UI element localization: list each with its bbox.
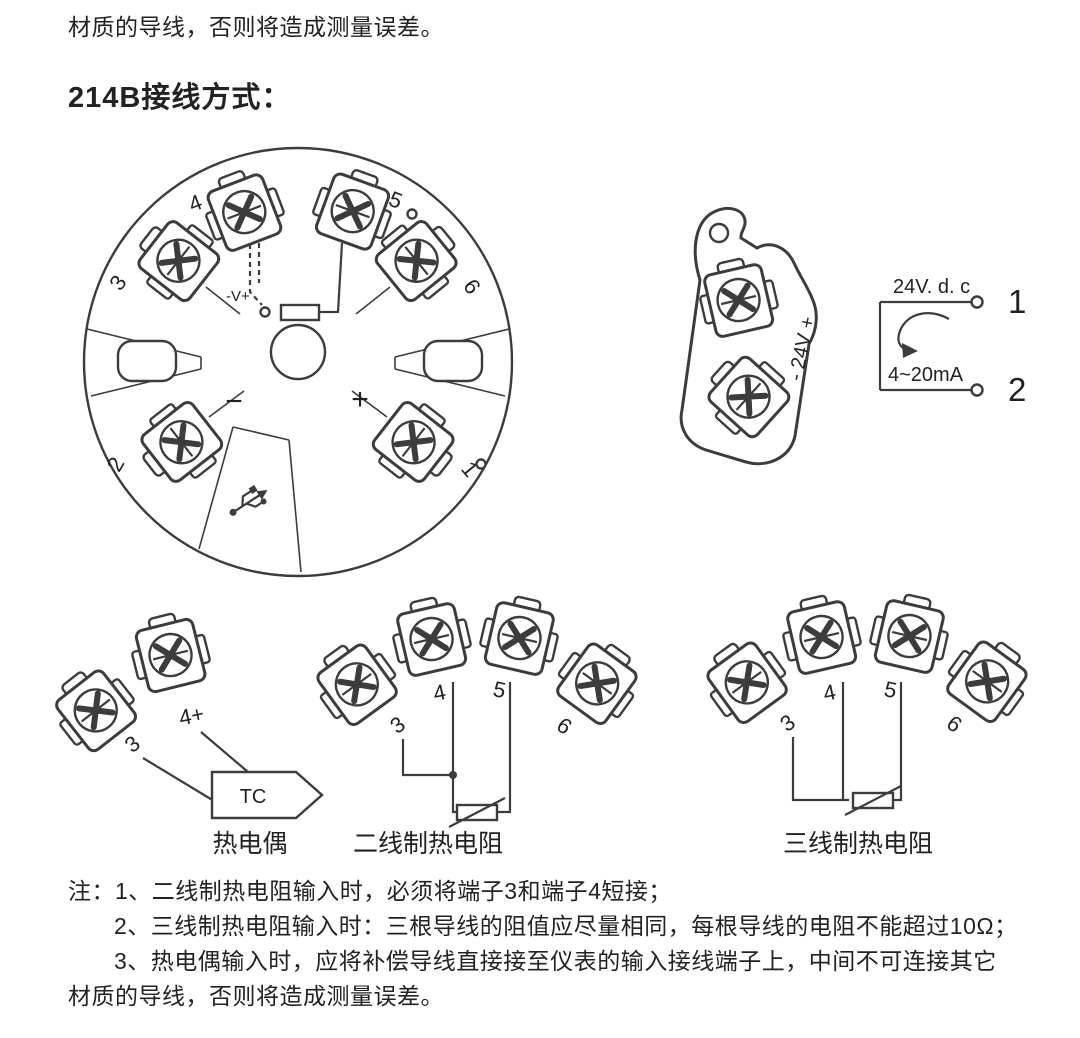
- tc-label-4plus: 4+: [177, 701, 207, 731]
- note-line-1: 注：1、二线制热电阻输入时，必须将端子3和端子4短接；: [68, 878, 672, 904]
- rtd3-label-3: 3: [775, 709, 800, 736]
- rtd3-resistor-slash: [844, 785, 902, 816]
- rtd-2wire-diagram: 3 4 5 6 二线制热电阻: [303, 591, 650, 858]
- tc-caption: 热电偶: [212, 830, 287, 858]
- top-partial-text: 材质的导线，否则将造成测量误差。: [68, 14, 444, 40]
- notes-block: 注：1、二线制热电阻输入时，必须将端子3和端子4短接； 2、三线制热电阻输入时：…: [68, 874, 1038, 1014]
- rtd3-caption: 三线制热电阻: [783, 830, 933, 858]
- right-side-cutout: [422, 339, 484, 383]
- wire-junction-circle: [259, 306, 271, 318]
- rtd3-label-5: 5: [882, 676, 899, 703]
- terminal-screw: [387, 592, 475, 679]
- vplus-label: -V+: [226, 288, 250, 305]
- loop-terminal-1-circle: [970, 295, 984, 309]
- loop-terminal-2-number: 2: [1008, 371, 1026, 408]
- rtd2-lead-wires: [401, 682, 512, 814]
- rtd2-label-3: 3: [385, 711, 410, 738]
- short-junction-dot: [449, 771, 457, 779]
- thermocouple-diagram: 3 4+ TC 热电偶: [42, 607, 324, 858]
- current-direction-arrow: [897, 312, 950, 351]
- loop-wires: [878, 300, 971, 392]
- supply-label: 24V. d. c: [893, 276, 970, 298]
- rtd2-label-4: 4: [431, 679, 448, 706]
- terminal-screw: [125, 607, 214, 695]
- tc-lead-wires: [142, 731, 249, 802]
- center-hole: [269, 323, 327, 381]
- terminal-screw: [476, 591, 564, 678]
- index-mark: [475, 458, 487, 470]
- plus-mark: +: [351, 383, 369, 416]
- dashed-sensor-wires: [248, 243, 263, 306]
- minus-mark: −: [225, 385, 243, 418]
- loop-terminal-1-number: 1: [1008, 283, 1026, 320]
- transmitter-head-diagram: -V+ 3 4 5 6 2 1 − +: [82, 146, 514, 578]
- rtd-3wire-diagram: 3 4 5 6 三线制热电阻: [693, 589, 1040, 858]
- rtd2-label-5: 5: [491, 676, 508, 703]
- wire: [319, 242, 344, 314]
- usb-icon: [229, 485, 268, 516]
- tc-probe-label: TC: [240, 786, 267, 808]
- rtd3-label-6: 6: [942, 710, 967, 737]
- terminal-screw: [866, 589, 954, 676]
- loop-terminal-2-circle: [970, 383, 984, 397]
- arrowhead: [902, 343, 918, 358]
- note-line-2: 2、三线制热电阻输入时：三根导线的阻值应尽量相同，每根导线的电阻不能超过10Ω；: [114, 913, 1018, 939]
- tc-label-3: 3: [120, 730, 145, 757]
- rtd3-label-4: 4: [821, 679, 838, 706]
- terminal-screw: [777, 590, 865, 677]
- section-heading: 214B接线方式：: [68, 82, 292, 114]
- current-label: 4~20mA: [888, 364, 964, 386]
- power-loop-diagram: - 24V + 24V. d. c 4~20mA 1 2: [679, 206, 1026, 466]
- note-line-3: 3、热电偶输入时，应将补偿导线直接接至仪表的输入接线端子上，中间不可连接其它: [114, 948, 997, 974]
- tc-probe-symbol: [210, 770, 324, 820]
- mounting-hole: [708, 222, 730, 244]
- note-line-4: 材质的导线，否则将造成测量误差。: [68, 983, 444, 1009]
- index-mark: [406, 208, 418, 220]
- rtd2-caption: 二线制热电阻: [353, 830, 503, 858]
- rtd3-lead-wires: [791, 682, 903, 802]
- rtd2-resistor-slash: [448, 797, 506, 828]
- component-box: [279, 303, 321, 322]
- rtd2-label-6: 6: [552, 712, 577, 739]
- left-side-cutout: [116, 339, 178, 383]
